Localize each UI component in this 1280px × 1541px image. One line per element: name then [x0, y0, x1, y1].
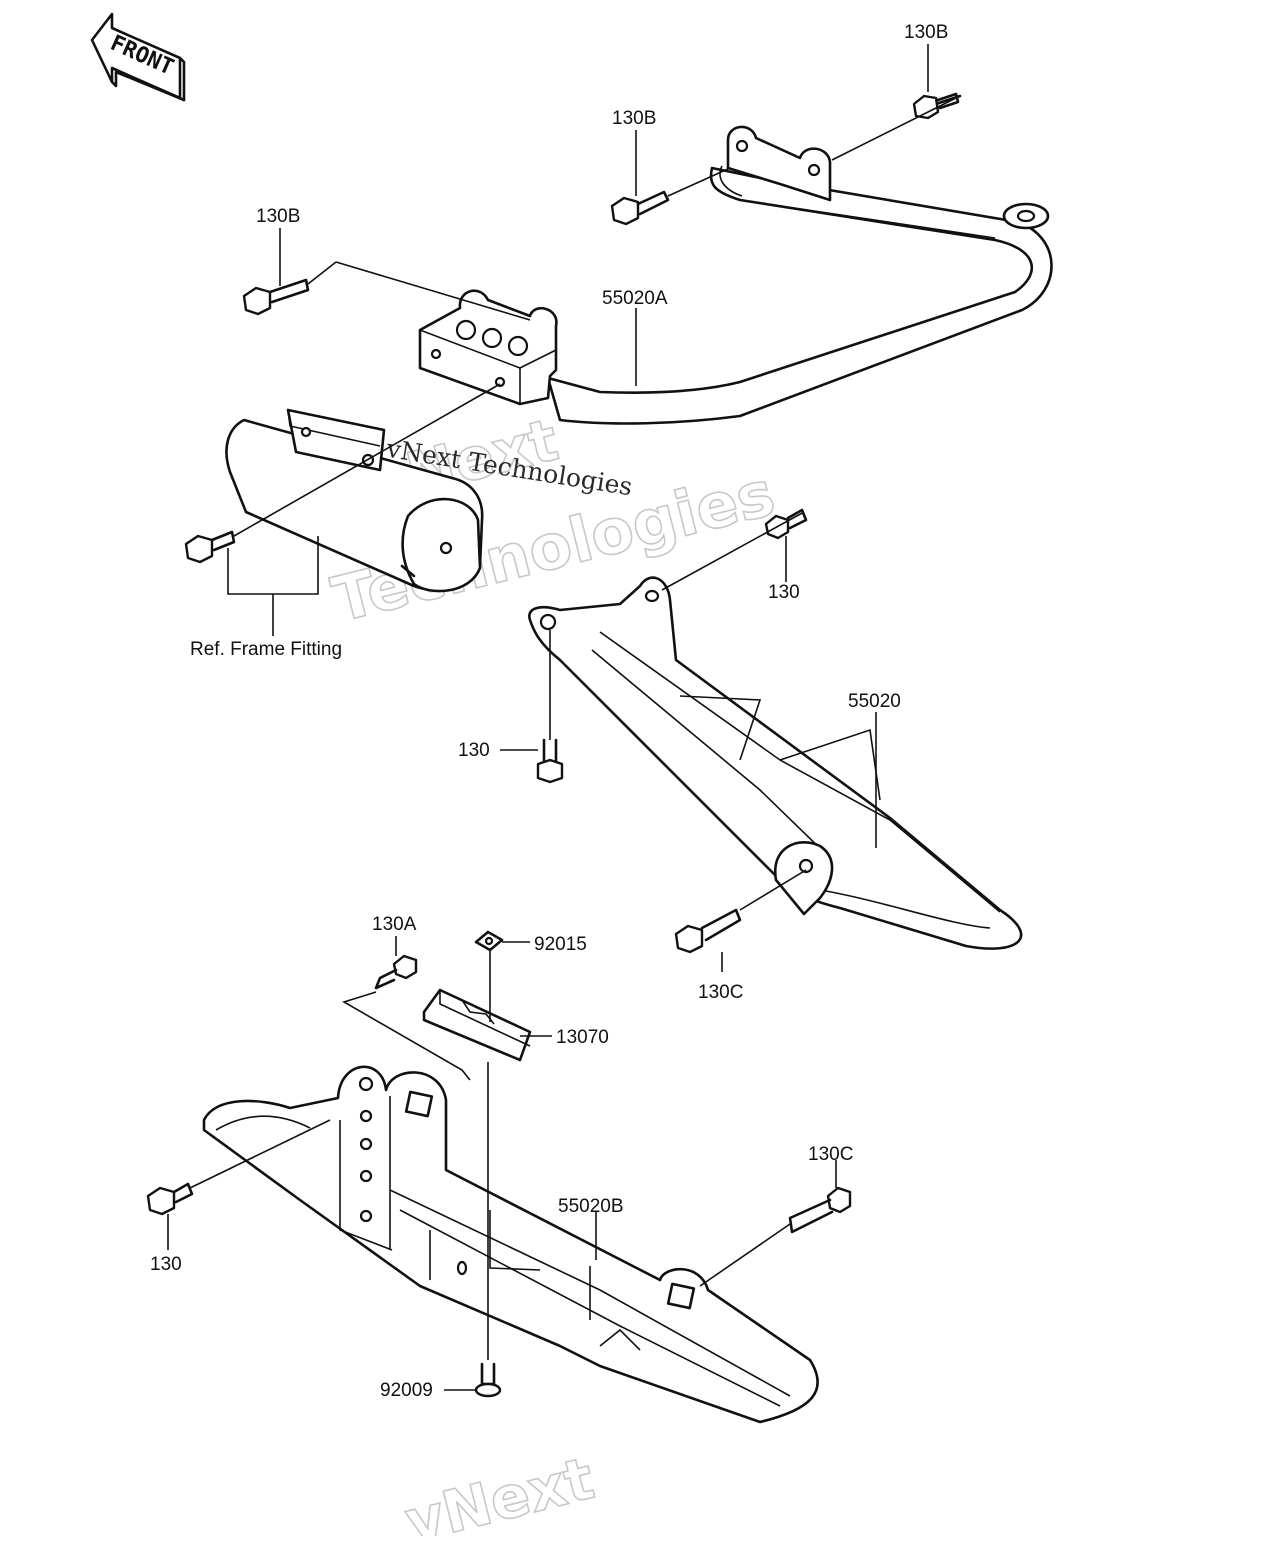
label-55020b: 55020B	[558, 1196, 624, 1217]
bolt-130b-top	[912, 92, 962, 120]
label-92009: 92009	[380, 1380, 433, 1401]
nut-92015	[474, 930, 504, 952]
bolt-130-ref	[184, 530, 236, 564]
label-130c: 130C	[808, 1144, 853, 1165]
label-92015: 92015	[534, 934, 587, 955]
bolt-130b-left	[242, 278, 310, 316]
bolt-130-mid-left	[536, 738, 564, 784]
label-130: 130	[458, 740, 490, 761]
label-130b: 130B	[612, 108, 656, 129]
leader-lines	[167, 44, 961, 1391]
chain-guard-55020	[528, 576, 1023, 950]
bolt-130c-bottom	[788, 1186, 852, 1234]
part-labels: 130B 130B 130B 55020A Ref. Frame Fitting…	[150, 22, 948, 1401]
front-arrow-icon: FRONT	[90, 12, 186, 102]
bolt-130b-mid	[610, 190, 670, 226]
label-ref-frame-fitting: Ref. Frame Fitting	[190, 639, 342, 660]
bolt-130-bottom-left	[146, 1182, 194, 1216]
label-55020a: 55020A	[602, 288, 668, 309]
label-130: 130	[150, 1254, 182, 1275]
label-130c: 130C	[698, 982, 743, 1003]
screw-92009	[474, 1362, 502, 1398]
bolt-130a	[374, 954, 418, 990]
rubber-13070	[422, 988, 532, 1062]
label-130b: 130B	[904, 22, 948, 43]
bolt-130c-mid	[674, 908, 742, 954]
label-130: 130	[768, 582, 800, 603]
chain-guard-55020b	[202, 1065, 819, 1424]
frame-guard-55020a	[418, 125, 1053, 425]
label-130a: 130A	[372, 914, 417, 935]
watermark-text: vNext	[399, 1444, 601, 1536]
label-55020: 55020	[848, 691, 901, 712]
label-13070: 13070	[556, 1027, 609, 1048]
label-130b: 130B	[256, 206, 300, 227]
frame-fitting	[225, 408, 484, 593]
